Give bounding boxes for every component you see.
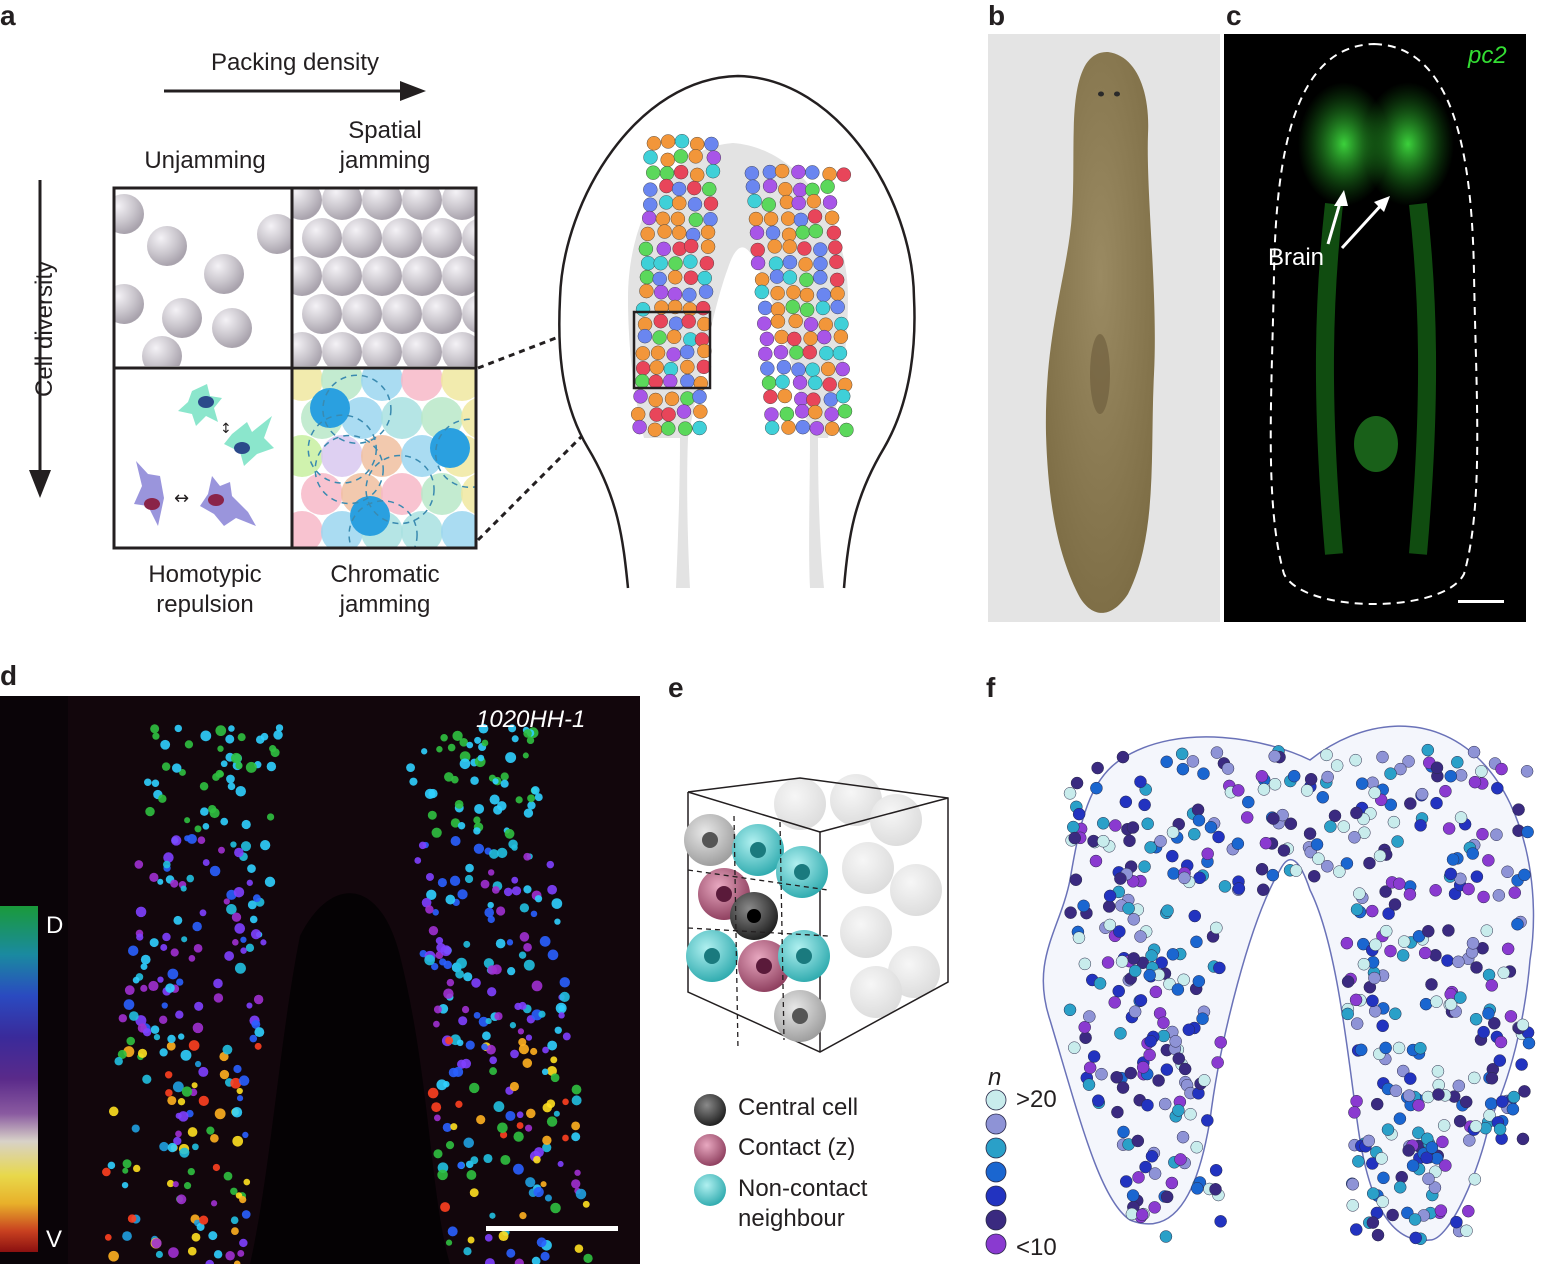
cell-neighbourhood-cube: [684, 774, 949, 1053]
panel-label-c: c: [1226, 0, 1242, 31]
panel-label-f: f: [986, 672, 996, 703]
planarian-photo: [988, 34, 1220, 622]
brain-label: Brain: [1268, 244, 1325, 271]
brain-arrow-right: [1340, 200, 1386, 250]
legend-central-cell: Central cell: [738, 1094, 859, 1121]
svg-text:↔: ↔: [174, 488, 189, 509]
homotypic-repulsion-label: Homotypic repulsion: [148, 561, 262, 618]
jamming-grid: ↕ ↔: [112, 186, 478, 550]
panel-label-b: b: [988, 0, 1006, 31]
depth-colorbar: [0, 906, 38, 1252]
contact-cell-icon: [694, 1134, 726, 1166]
scale-bar-c: [1458, 600, 1504, 603]
legend-non-contact-neighbour: Non-contact neighbour: [738, 1175, 868, 1232]
cell-diversity-arrow: [29, 180, 51, 498]
f-legend-swatches: [985, 1089, 1007, 1255]
pc2-label: pc2: [1468, 42, 1507, 69]
brain-lobe-right: [1362, 82, 1454, 206]
pharynx-signal: [1354, 416, 1398, 472]
neuron-depth-image: [0, 696, 640, 1264]
brain-lobe-left: [1298, 82, 1390, 206]
chromatic-jamming-cells: [292, 368, 476, 548]
pc2-image: [1224, 34, 1526, 622]
spatial-jamming-label: Spatial jamming: [339, 117, 431, 174]
nerve-cord-left: [1315, 203, 1343, 555]
unjamming-cells: [114, 194, 292, 366]
nerve-cord-right: [1409, 203, 1437, 555]
body-outline: [1269, 42, 1479, 605]
zoom-box: [632, 310, 712, 390]
panel-label-d: d: [0, 660, 18, 691]
legend-contact: Contact (z): [738, 1134, 856, 1161]
sample-id-label: 1020HH-1: [476, 706, 586, 733]
eye-left: [1098, 91, 1104, 97]
central-cell-icon: [694, 1094, 726, 1126]
non-contact-neighbour-icon: [694, 1174, 726, 1206]
f-legend-bottom: <10: [1016, 1234, 1057, 1261]
eye-right: [1114, 91, 1120, 97]
panel-label-e: e: [668, 672, 684, 703]
svg-text:↕: ↕: [220, 421, 232, 437]
f-legend-title: n: [988, 1064, 1002, 1091]
homotypic-repulsion-cells: ↕ ↔: [134, 384, 274, 526]
unjamming-label: Unjamming: [144, 147, 266, 174]
spatial-jamming-cells: [292, 188, 476, 366]
brain-3d-reconstruction: [1042, 725, 1536, 1246]
pharynx: [1090, 334, 1110, 414]
packing-density-arrow: [164, 81, 426, 101]
planarian-schematic: [558, 74, 916, 589]
brain-surface: [1042, 725, 1535, 1242]
packing-density-label: Packing density: [210, 49, 380, 76]
dorsal-label: D: [46, 912, 64, 939]
f-legend-top: >20: [1016, 1086, 1057, 1113]
cell-diversity-label: Cell diversity: [31, 260, 58, 398]
panel-label-a: a: [0, 0, 16, 31]
ventral-label: V: [46, 1226, 63, 1253]
chromatic-jamming-label: Chromatic jamming: [330, 561, 440, 618]
planarian-body: [1045, 52, 1155, 613]
scale-bar-d: [486, 1226, 618, 1231]
